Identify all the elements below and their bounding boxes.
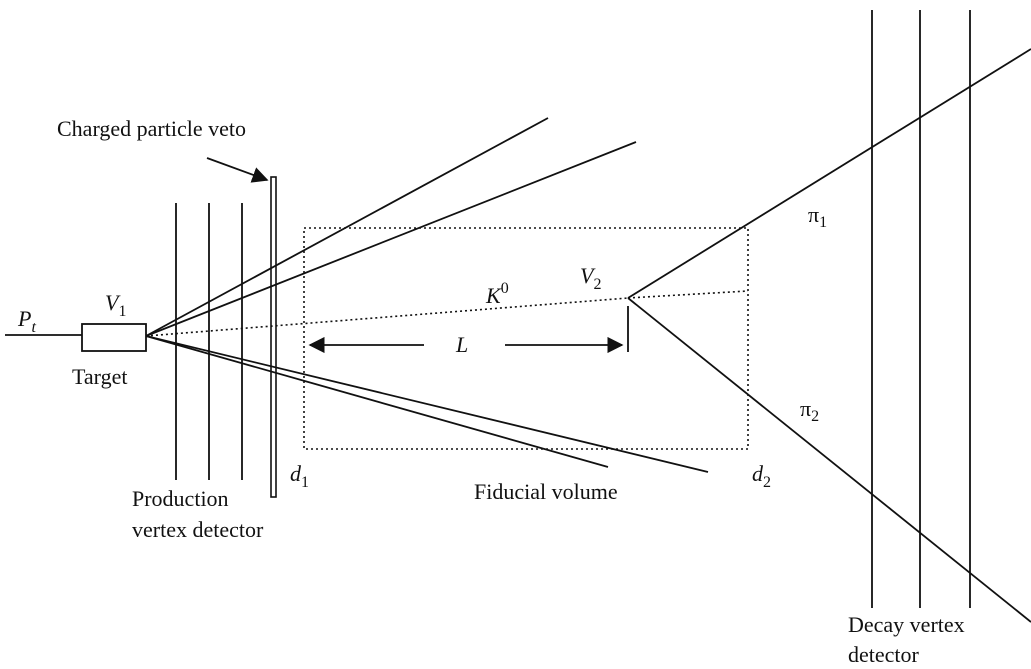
target-box — [81, 323, 147, 352]
vertex2-label: V2 — [580, 263, 601, 293]
fiducial-volume-box — [303, 227, 749, 450]
beam-label: Pt — [17, 306, 36, 336]
d2-label: d2 — [752, 461, 771, 491]
production-vertex-detector — [175, 203, 243, 480]
kaon-flight-path — [145, 297, 629, 337]
kaon-label: K0 — [485, 280, 509, 308]
charged-particle-veto-plate — [270, 176, 277, 498]
charged-track — [145, 141, 637, 337]
pion1-track — [627, 48, 1031, 299]
fiducial-volume-label: Fiducial volume — [474, 479, 618, 504]
pion2-label: π2 — [800, 396, 819, 425]
target-label: Target — [72, 364, 127, 389]
pion1-label: π1 — [808, 202, 827, 231]
charged-track — [145, 117, 549, 337]
veto-pointer-arrow — [206, 157, 269, 183]
length-label: L — [455, 332, 468, 357]
production-tracks — [145, 117, 709, 473]
pion2-track — [627, 297, 1031, 623]
d1-label: d1 — [290, 461, 309, 491]
kaon-continuation — [627, 290, 749, 299]
production-detector-label-line2: vertex detector — [132, 517, 264, 542]
decay-detector-label-line2: detector — [848, 642, 920, 667]
charged-particle-veto-label: Charged particle veto — [57, 116, 246, 141]
charged-track — [145, 335, 709, 473]
vertex1-label: V1 — [105, 290, 126, 320]
charged-track — [145, 335, 609, 468]
production-detector-label-line1: Production — [132, 486, 229, 511]
decay-detector-label-line1: Decay vertex — [848, 612, 965, 637]
decay-vertex-detector — [871, 10, 971, 608]
